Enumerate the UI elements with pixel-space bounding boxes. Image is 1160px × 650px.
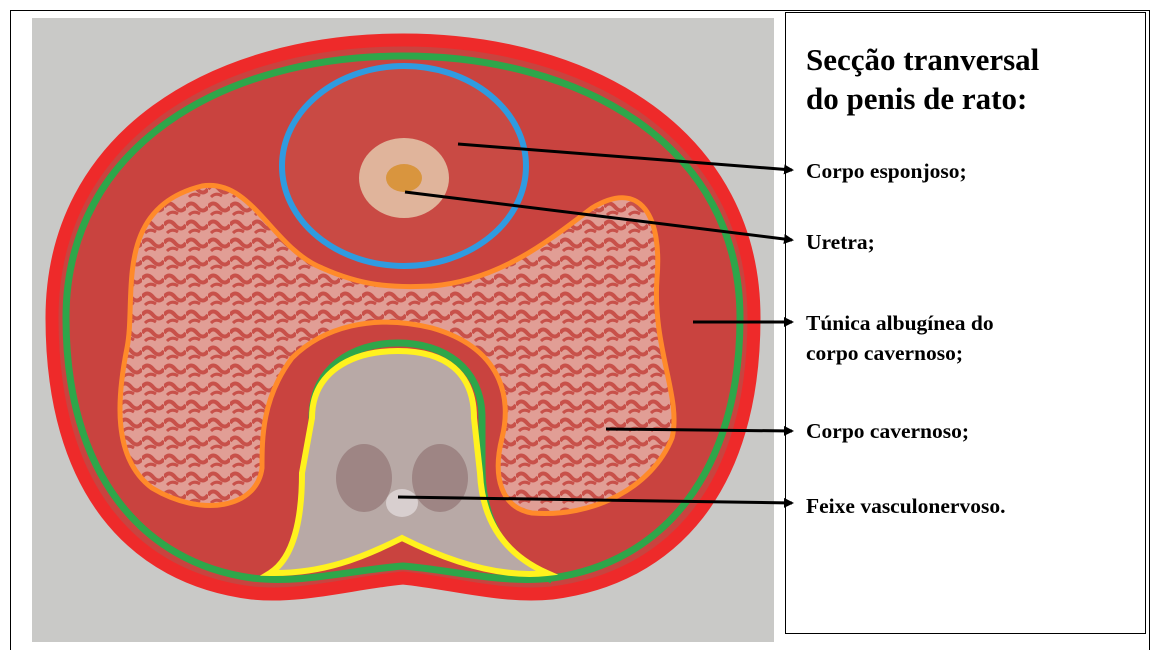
arrow-uretra [405, 192, 792, 240]
arrow-corpo-esponjoso [458, 144, 792, 170]
arrow-corpo-cavernoso [606, 429, 792, 431]
arrow-feixe [398, 497, 792, 503]
